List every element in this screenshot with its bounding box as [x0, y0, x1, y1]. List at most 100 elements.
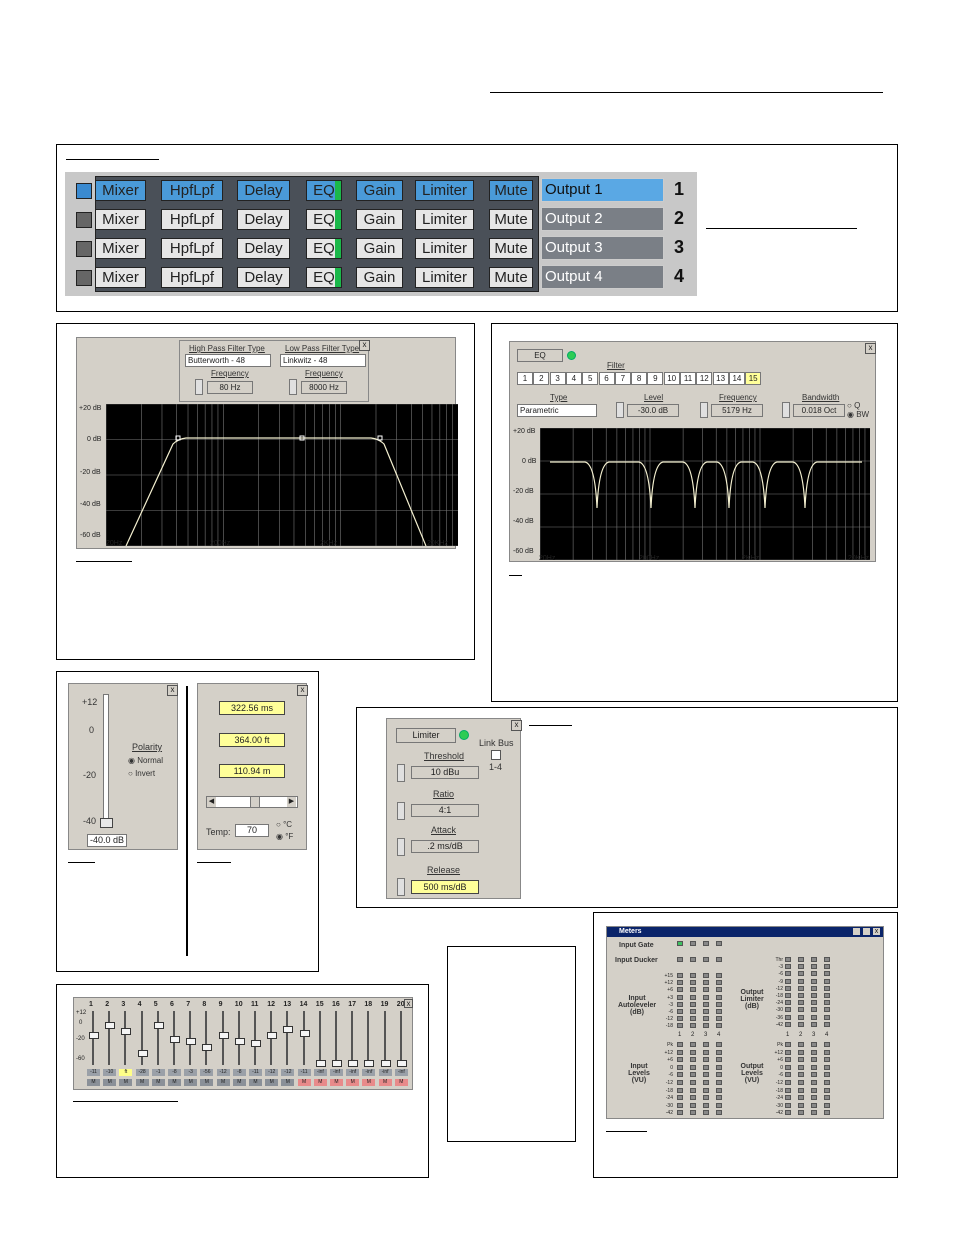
channel-fader-track[interactable] — [124, 1011, 127, 1065]
mute-button[interactable]: M — [216, 1079, 230, 1086]
channel-value[interactable]: -10 — [103, 1069, 117, 1076]
limiter-button[interactable]: Limiter — [415, 238, 474, 259]
filter-button[interactable]: 15 — [745, 372, 762, 385]
delay-button[interactable]: Delay — [237, 267, 290, 288]
level-field[interactable]: -30.0 dB — [627, 404, 679, 417]
output-name[interactable]: Output 4 — [541, 265, 664, 289]
filter-button[interactable]: 3 — [549, 372, 566, 385]
filter-button[interactable]: 1 — [517, 372, 533, 385]
channel-fader-handle[interactable] — [170, 1036, 180, 1043]
channel-fader-track[interactable] — [335, 1011, 337, 1065]
channel-value[interactable]: -12 — [216, 1069, 230, 1076]
channel-value[interactable]: -11 — [297, 1069, 311, 1076]
output-name[interactable]: Output 2 — [541, 207, 664, 231]
delay-ms-field[interactable]: 322.56 ms — [219, 701, 285, 715]
filter-button[interactable]: 9 — [647, 372, 664, 385]
gain-value-field[interactable]: -40.0 dB — [87, 834, 127, 847]
close-icon[interactable]: x — [511, 720, 522, 731]
close-icon[interactable]: x — [873, 928, 880, 935]
output-select-checkbox[interactable] — [76, 183, 92, 199]
channel-value[interactable]: -inf — [378, 1069, 392, 1076]
channel-value[interactable]: -11 — [87, 1069, 100, 1076]
hpflpf-button[interactable]: HpfLpf — [161, 267, 223, 288]
channel-fader-handle[interactable] — [332, 1060, 342, 1067]
minimize-icon[interactable] — [853, 928, 860, 935]
delay-button[interactable]: Delay — [237, 209, 290, 230]
mixer-button[interactable]: Mixer — [95, 180, 146, 201]
output-select-checkbox[interactable] — [76, 212, 92, 228]
filter-button[interactable]: 12 — [696, 372, 713, 385]
channel-fader-handle[interactable] — [364, 1060, 375, 1067]
temp-field[interactable]: 70 — [235, 824, 269, 837]
mute-button[interactable]: M — [200, 1079, 214, 1086]
close-icon[interactable]: x — [167, 685, 178, 696]
release-field[interactable]: 500 ms/dB — [411, 880, 479, 894]
mute-button[interactable]: M — [362, 1079, 376, 1086]
channel-fader-track[interactable] — [156, 1011, 159, 1065]
channel-fader-handle[interactable] — [299, 1030, 310, 1037]
filter-button[interactable]: 13 — [712, 372, 729, 385]
attack-field[interactable]: .2 ms/dB — [411, 840, 479, 853]
channel-value[interactable]: -8 — [232, 1069, 246, 1076]
channel-fader-handle[interactable] — [267, 1032, 278, 1039]
delay-scrollbar[interactable]: ◀ ▶ — [206, 796, 298, 808]
channel-fader-track[interactable] — [286, 1011, 289, 1065]
delay-button[interactable]: Delay — [237, 238, 290, 259]
ratio-field[interactable]: 4:1 — [411, 804, 479, 817]
mute-button[interactable]: M — [135, 1079, 149, 1086]
limiter-tab[interactable]: Limiter — [396, 728, 456, 743]
hpflpf-button[interactable]: HpfLpf — [161, 180, 223, 201]
channel-fader-track[interactable] — [318, 1011, 321, 1065]
filter-button[interactable]: 14 — [728, 372, 745, 385]
mute-button[interactable]: M — [87, 1079, 100, 1086]
gain-button[interactable]: Gain — [356, 209, 403, 230]
mute-button[interactable]: M — [103, 1079, 117, 1086]
channel-fader-handle[interactable] — [89, 1032, 99, 1039]
channel-fader-track[interactable] — [205, 1011, 208, 1065]
channel-fader-track[interactable] — [108, 1011, 111, 1065]
mute-button[interactable]: M — [184, 1079, 198, 1086]
celsius-radio[interactable]: ○ °C — [276, 820, 293, 829]
channel-fader-track[interactable] — [383, 1011, 386, 1065]
bw-field[interactable]: 0.018 Oct — [793, 404, 845, 417]
gain-button[interactable]: Gain — [356, 180, 403, 201]
channel-value[interactable]: -inf — [394, 1069, 408, 1076]
mute-button[interactable]: M — [346, 1079, 360, 1086]
channel-fader-handle[interactable] — [315, 1060, 326, 1067]
mute-button[interactable]: M — [249, 1079, 262, 1086]
eq-button[interactable]: EQ — [306, 180, 342, 201]
channel-fader-handle[interactable] — [234, 1038, 245, 1045]
fahrenheit-radio[interactable]: ◉ °F — [276, 832, 294, 841]
channel-fader-handle[interactable] — [105, 1022, 116, 1029]
freq-field[interactable]: 5179 Hz — [711, 404, 763, 417]
delay-button[interactable]: Delay — [237, 180, 290, 201]
enable-led-icon[interactable] — [459, 730, 469, 740]
maximize-icon[interactable] — [863, 928, 870, 935]
channel-value[interactable]: ft — [119, 1069, 133, 1076]
hpflpf-button[interactable]: HpfLpf — [161, 209, 223, 230]
mute-button[interactable]: M — [394, 1079, 408, 1086]
channel-value[interactable]: -inf — [362, 1069, 376, 1076]
channel-fader-handle[interactable] — [283, 1026, 294, 1033]
channel-fader-track[interactable] — [302, 1011, 305, 1065]
channel-value[interactable]: -28 — [135, 1069, 149, 1076]
filter-button[interactable]: 6 — [598, 372, 615, 385]
mute-button[interactable]: M — [232, 1079, 246, 1086]
channel-fader-handle[interactable] — [396, 1060, 407, 1067]
channel-fader-track[interactable] — [254, 1011, 256, 1065]
invert-radio[interactable]: ○ Invert — [128, 769, 156, 778]
channel-fader-handle[interactable] — [137, 1050, 148, 1057]
ratio-spinner[interactable] — [397, 802, 405, 820]
level-spinner[interactable] — [616, 402, 624, 418]
eq-button[interactable]: EQ — [306, 238, 342, 259]
filter-button[interactable]: 7 — [614, 372, 631, 385]
channel-fader-handle[interactable] — [348, 1060, 359, 1067]
gain-button[interactable]: Gain — [356, 238, 403, 259]
mute-button[interactable]: M — [313, 1079, 327, 1086]
normal-radio[interactable]: ◉ Normal — [128, 756, 163, 765]
threshold-spinner[interactable] — [397, 764, 405, 782]
bw-spinner[interactable] — [782, 402, 790, 418]
mixer-button[interactable]: Mixer — [95, 209, 146, 230]
channel-fader-track[interactable] — [351, 1011, 354, 1065]
output-select-checkbox[interactable] — [76, 270, 92, 286]
